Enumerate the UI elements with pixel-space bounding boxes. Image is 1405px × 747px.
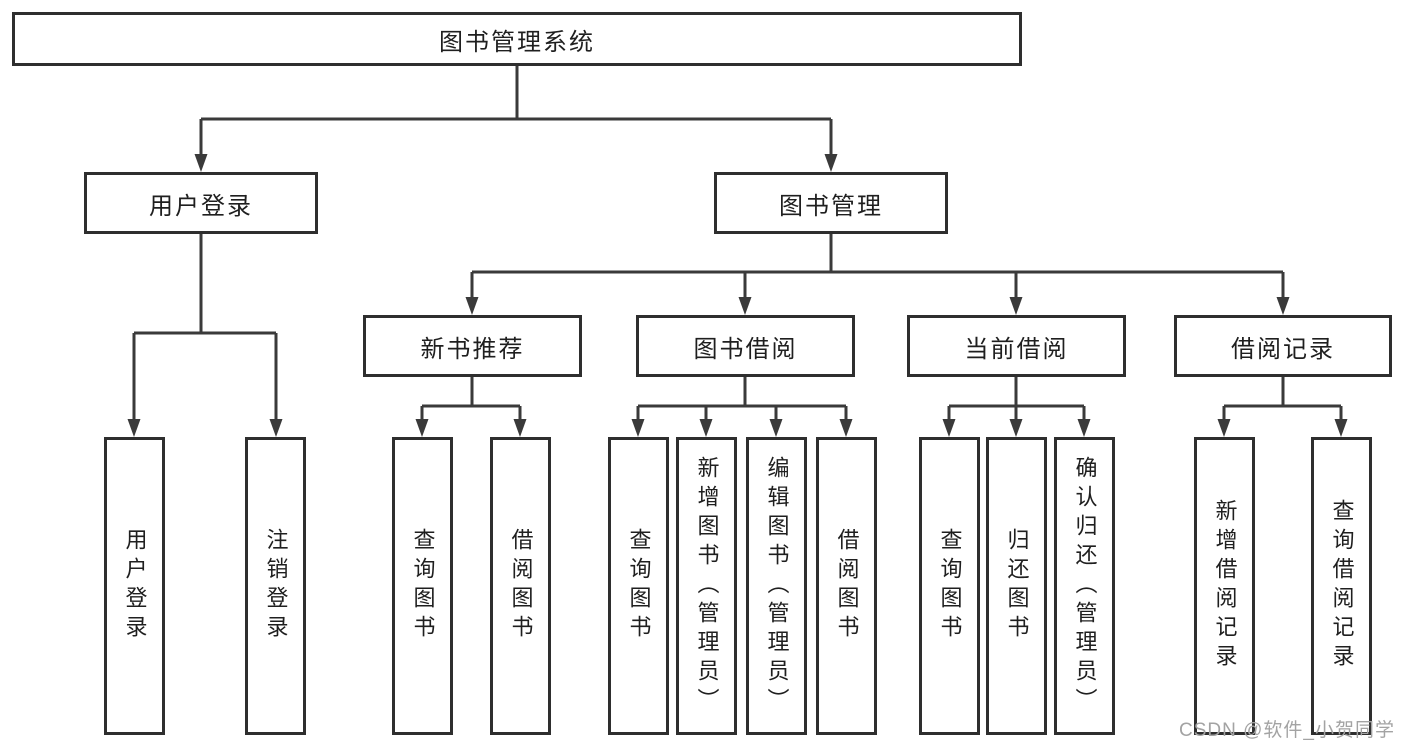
connector-paths <box>132 66 1343 421</box>
leaf-query-books-recommend: 查询图书 <box>392 437 453 735</box>
node-new-book-recommendation: 新书推荐 <box>363 315 582 377</box>
node-library-management-system: 图书管理系统 <box>12 12 1022 66</box>
leaf-confirm-return-admin: 确认归还（管理员） <box>1054 437 1115 735</box>
csdn-watermark: CSDN @软件_小贺同学 <box>1179 720 1395 741</box>
leaf-query-borrow-record: 查询借阅记录 <box>1311 437 1372 735</box>
leaf-edit-books-admin: 编辑图书（管理员） <box>746 437 807 735</box>
leaf-return-books: 归还图书 <box>986 437 1047 735</box>
leaf-add-books-admin: 新增图书（管理员） <box>676 437 737 735</box>
leaf-query-books-borrow: 查询图书 <box>608 437 669 735</box>
node-borrowing-records: 借阅记录 <box>1174 315 1392 377</box>
node-book-borrowing: 图书借阅 <box>636 315 855 377</box>
leaf-query-books-current: 查询图书 <box>919 437 980 735</box>
leaf-logout: 注销登录 <box>245 437 306 735</box>
leaf-user-login: 用户登录 <box>104 437 165 735</box>
leaf-borrow-books-recommend: 借阅图书 <box>490 437 551 735</box>
leaf-borrow-books: 借阅图书 <box>816 437 877 735</box>
node-current-borrowing: 当前借阅 <box>907 315 1126 377</box>
leaf-add-borrow-record: 新增借阅记录 <box>1194 437 1255 735</box>
node-user-login: 用户登录 <box>84 172 318 234</box>
node-book-management: 图书管理 <box>714 172 948 234</box>
